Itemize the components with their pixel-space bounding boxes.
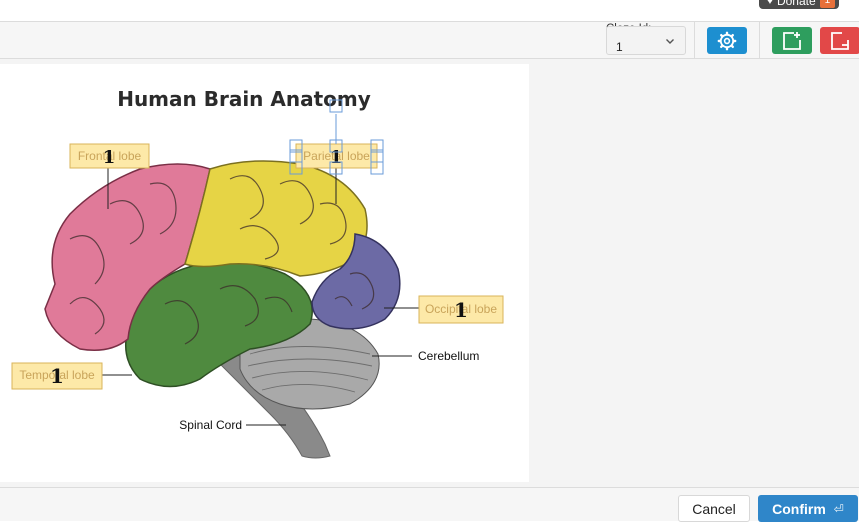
top-bar: ♥ Donate 1: [0, 0, 859, 22]
cloze-number: 1: [50, 364, 64, 388]
cancel-button[interactable]: Cancel: [678, 495, 750, 522]
image-canvas[interactable]: Human Brain Anatomy: [0, 64, 529, 482]
toolbar-divider: [759, 22, 760, 59]
occlusion-mask[interactable]: Occipital lobe 1: [418, 295, 504, 324]
occlusion-hidden-text: Frontal lobe: [78, 149, 142, 163]
donate-button[interactable]: ♥ Donate 1: [759, 0, 840, 9]
occipital-lobe-region: [311, 233, 401, 330]
remove-box-icon: [831, 31, 849, 50]
enter-key-icon: ⏎: [833, 501, 844, 516]
add-occlusion-button[interactable]: [772, 27, 812, 54]
settings-button[interactable]: [707, 27, 747, 54]
brain-image: Human Brain Anatomy: [11, 87, 504, 459]
donate-count-badge: 1: [819, 0, 836, 8]
dialog-footer: Cancel Confirm ⏎: [0, 487, 859, 522]
cloze-id-value: 1: [616, 40, 623, 54]
heart-icon: ♥: [767, 0, 773, 7]
spinal-cord-label: Spinal Cord: [179, 418, 242, 432]
brain-gyri: [69, 175, 375, 345]
occlusion-mask[interactable]: Temporal lobe 1: [11, 362, 103, 390]
add-box-icon: [783, 31, 801, 50]
selection-handles[interactable]: [289, 99, 384, 175]
occlusion-hidden-text: Temporal lobe: [19, 368, 95, 382]
leader-lines: [100, 168, 420, 426]
image-title: Human Brain Anatomy: [117, 87, 371, 111]
confirm-label: Confirm: [772, 500, 826, 517]
toolbar: Cloze Id: 1: [0, 22, 859, 59]
editor-area: Human Brain Anatomy: [0, 59, 859, 487]
cloze-number: 1: [454, 298, 468, 322]
occlusion-hidden-text: Occipital lobe: [425, 302, 497, 316]
cloze-number: 1: [103, 147, 116, 168]
cloze-id-select[interactable]: 1: [606, 26, 686, 55]
occlusion-mask[interactable]: Frontal lobe 1: [69, 143, 150, 169]
chevron-down-icon: [666, 39, 674, 44]
gear-icon: [717, 31, 737, 50]
confirm-button[interactable]: Confirm ⏎: [758, 495, 858, 522]
donate-label: Donate: [776, 0, 816, 8]
cerebellum-label: Cerebellum: [418, 349, 479, 363]
toolbar-divider: [694, 22, 695, 59]
occlusion-mask[interactable]: Parietal lobe 1: [289, 99, 384, 175]
occlusion-hidden-text: Parietal lobe: [303, 149, 370, 163]
parietal-lobe-region: [184, 160, 368, 277]
remove-occlusion-button[interactable]: [820, 27, 859, 54]
cloze-number: 1: [330, 147, 343, 168]
